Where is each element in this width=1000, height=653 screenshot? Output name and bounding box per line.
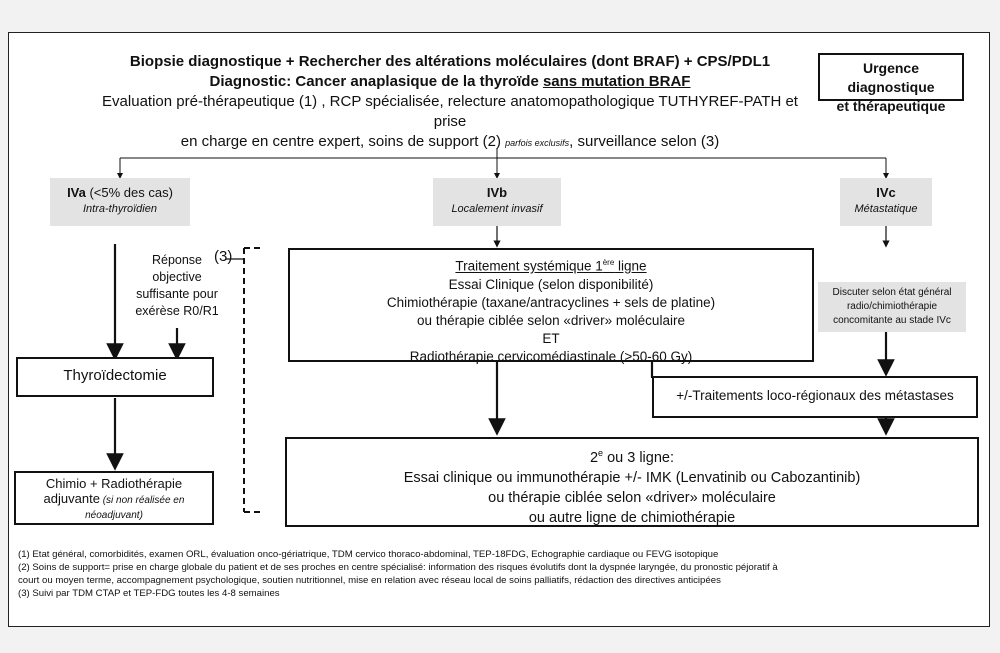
systemic-line-1: Essai Clinique (selon disponibilité) [448,276,654,292]
second-line-title-end: ou 3 ligne: [603,449,675,466]
chimio-note-1: (si non réalisée en [99,495,185,506]
systemic-line-4: ET [542,330,560,346]
thyroidectomie-box: Thyroïdectomie [16,357,214,397]
response-line-2: objective [152,270,202,284]
chimio-note-2: néoadjuvant) [85,510,143,521]
urgence-box: Urgence diagnostique et thérapeutique [818,53,964,114]
second-line-3: ou thérapie ciblée selon «driver» molécu… [488,489,776,506]
header-line-1-rest: diagnostique + Rechercher des altération… [184,53,771,70]
discuter-line-3: concomitante au stade IVc [833,315,951,326]
footnote-2b: court ou moyen terme, accompagnement psy… [18,575,721,586]
systemic-line-5: Radiothérapie cervicomédiastinale (>50-6… [409,348,693,364]
stage-iva-pct: (<5% des cas) [85,185,173,200]
second-line-title: 2e ou 3 ligne: [287,443,977,468]
stage-ivc-label: IVc [876,185,896,200]
header-line-4a: en charge en centre expert, soins de sup… [180,133,506,150]
stage-ivc: IVc Métastatique [840,178,932,226]
footnotes: (1) Etat général, comorbidités, examen O… [18,548,978,600]
discuter-line-1: Discuter selon état général [832,287,952,298]
stage-iva-label: IVa [67,185,86,200]
header-line-4-small: parfois exclusifs [505,138,570,148]
footnote-1: (1) Etat général, comorbidités, examen O… [18,549,719,560]
chimio-line-1: Chimio + Radiothérapie [45,476,183,491]
branch-connector [117,148,889,179]
stage-iva: IVa (<5% des cas) Intra-thyroïdien [50,178,190,226]
stage-ivb-sub: Localement invasif [451,203,543,215]
urgence-line-1: Urgence diagnostique [847,60,935,95]
stage-iva-sub: Intra-thyroïdien [83,203,157,215]
second-line-2: Essai clinique ou immunothérapie +/- IMK… [403,469,861,486]
stage-ivb: IVb Localement invasif [433,178,561,226]
response-line-3: suffisante pour [136,287,218,301]
second-line-box: 2e ou 3 ligne: Essai clinique ou immunot… [285,437,979,527]
response-text: Réponse objective suffisante pour exérès… [118,252,236,320]
systemic-title-sup: ère [602,258,615,267]
second-line-4: ou autre ligne de chimiothérapie [528,509,736,526]
header-diagnostic: Diagnostic: Cancer anaplasique de la thy… [209,73,543,90]
response-line-4: exérèse R0/R1 [135,304,219,318]
header-line-4: en charge en centre expert, soins de sup… [100,132,800,153]
systemic-title-end: ligne [614,258,647,274]
header-line-1: Biopsie diagnostique + Rechercher des al… [100,52,800,72]
discuter-box: Discuter selon état général radio/chimio… [818,282,966,332]
followup-marker: (3) [214,248,233,265]
footnote-3: (3) Suivi par TDM CTAP et TEP-FDG toutes… [18,588,280,599]
systemic-title-text: Traitement systémique 1 [455,258,603,274]
header-braf: sans mutation BRAF [542,73,691,90]
stage-ivc-sub: Métastatique [854,203,918,215]
footnote-2a: (2) Soins de support= prise en charge gl… [18,562,778,573]
systemic-title: Traitement systémique 1ère ligne [290,254,812,276]
second-line-num: 2 [589,449,599,466]
header-biopsie: Biopsie [129,53,185,70]
systemic-treatment-box: Traitement systémique 1ère ligne Essai C… [288,248,814,364]
response-line-1: Réponse [151,253,203,267]
header-line-2: Diagnostic: Cancer anaplasique de la thy… [100,72,800,92]
stage-ivb-label: IVb [486,185,508,200]
header-line-4b: , surveillance selon (3) [569,133,720,150]
header: Biopsie diagnostique + Rechercher des al… [100,52,800,153]
header-line-3: Evaluation pré-thérapeutique (1) , RCP s… [102,93,798,130]
systemic-line-2: Chimiothérapie (taxane/antracyclines + s… [386,294,716,310]
chimio-line-2: adjuvante [43,491,100,506]
followup-bracket [243,247,262,513]
chimio-radiotherapie-box: Chimio + Radiothérapie adjuvante (si non… [14,471,214,525]
systemic-line-3: ou thérapie ciblée selon «driver» molécu… [417,312,685,328]
second-line-sup: e [598,448,604,458]
locoregional-box: +/-Traitements loco-régionaux des métast… [652,376,978,418]
urgence-line-2: et thérapeutique [836,98,946,114]
discuter-line-2: radio/chimiothérapie [846,301,938,312]
